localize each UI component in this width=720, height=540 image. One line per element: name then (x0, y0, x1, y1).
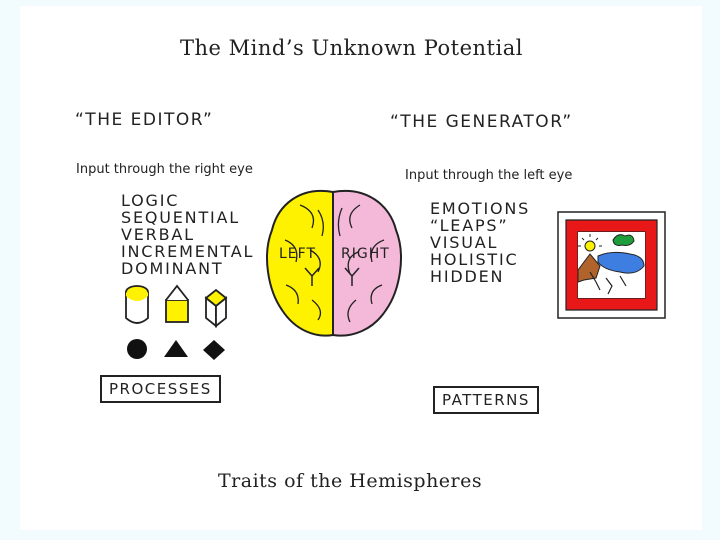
patterns-box: PATTERNS (433, 386, 539, 414)
trait-item: HOLISTIC (430, 250, 519, 269)
right-y-glyph (344, 267, 360, 286)
trait-item: HIDDEN (430, 267, 505, 286)
trait-item: DOMINANT (121, 259, 224, 278)
editor-heading: “THE EDITOR” (75, 110, 214, 130)
trait-item: SEQUENTIAL (121, 208, 240, 227)
trait-item: EMOTIONS (430, 199, 531, 218)
diagram-caption: Traits of the Hemispheres (218, 470, 483, 492)
trait-item: “LEAPS” (430, 216, 509, 235)
cube-icon (204, 288, 228, 328)
left-traits-list: LOGIC SEQUENTIAL VERBAL INCREMENTAL DOMI… (121, 192, 254, 277)
trait-item: VERBAL (121, 225, 195, 244)
left-input-note: Input through the right eye (76, 162, 253, 177)
cylinder-icon (125, 285, 149, 324)
mountain-icon (577, 253, 627, 295)
processes-box: PROCESSES (100, 375, 221, 403)
trait-item: INCREMENTAL (121, 242, 255, 261)
trait-item: VISUAL (430, 233, 499, 252)
left-y-glyph (304, 267, 320, 286)
tree-icon (612, 234, 635, 246)
right-hemisphere (332, 189, 402, 337)
trait-item: LOGIC (121, 191, 180, 210)
house-icon (165, 284, 189, 323)
right-input-note: Input through the left eye (405, 168, 573, 183)
lake-icon (597, 251, 645, 274)
left-hemisphere (266, 189, 334, 337)
sun-icon (578, 234, 602, 252)
generator-heading: “THE GENERATOR” (390, 112, 573, 132)
circle-icon (127, 339, 147, 359)
diamond-icon (203, 340, 225, 360)
triangle-icon (164, 340, 188, 357)
left-label: LEFT (279, 246, 316, 262)
right-label: RIGHT (341, 246, 390, 262)
right-traits-list: EMOTIONS “LEAPS” VISUAL HOLISTIC HIDDEN (430, 200, 530, 285)
page-title: The Mind’s Unknown Potential (180, 36, 523, 60)
